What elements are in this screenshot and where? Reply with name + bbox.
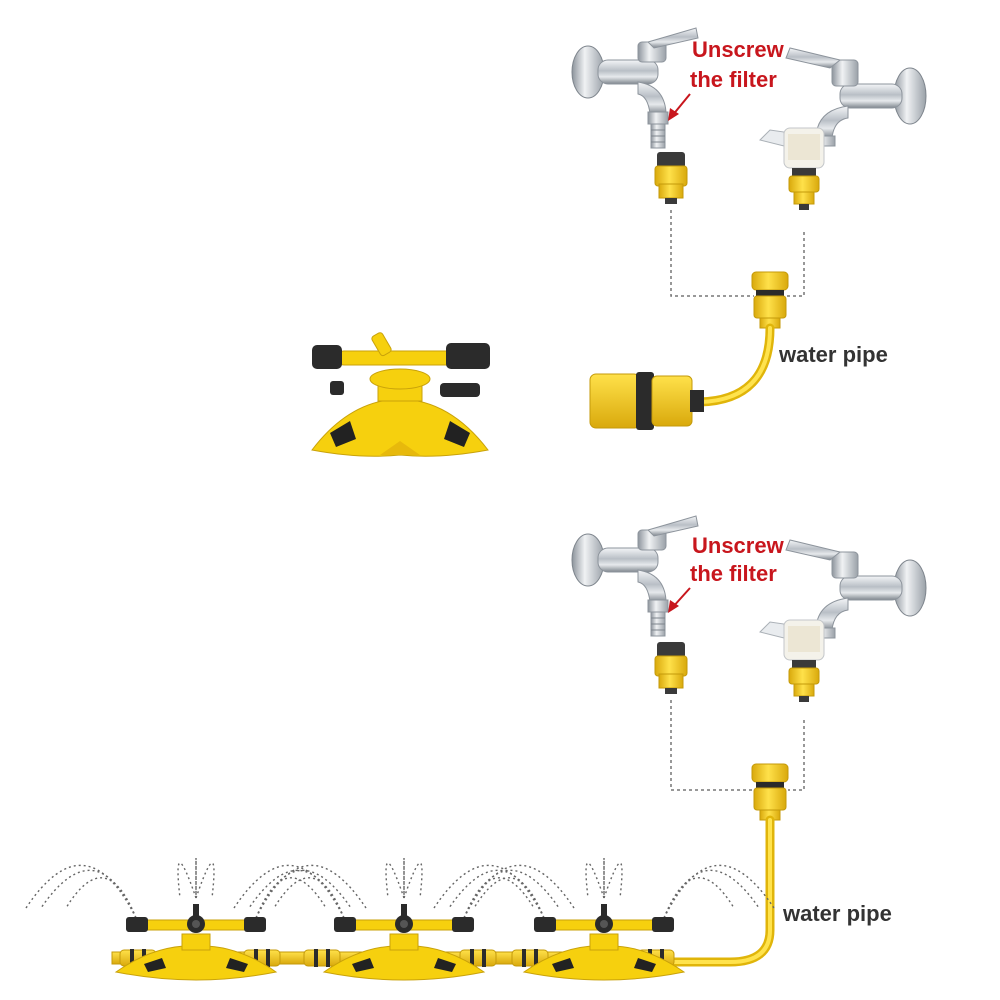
dotted-guide — [786, 232, 805, 297]
sprinkler-icon — [311, 332, 490, 457]
hose-connector-icon — [589, 372, 704, 430]
water-pipe — [695, 323, 775, 407]
quick-connector-icon — [303, 948, 341, 968]
water-spray-arc — [663, 869, 760, 919]
sprinkler-icon — [115, 903, 277, 981]
unscrew-label-bottom-line2: the filter — [690, 561, 777, 586]
top-setup: Unscrew the filter water pipe — [311, 27, 927, 457]
water-spray-arc — [433, 864, 545, 919]
water-pipe — [655, 815, 775, 967]
arrow-icon — [668, 600, 679, 613]
water-spray-arc — [248, 869, 345, 919]
water-pipe-label-top: water pipe — [778, 342, 888, 367]
water-pipe-label-bottom: water pipe — [782, 901, 892, 926]
water-spray-arc — [463, 864, 575, 919]
dotted-guide — [670, 700, 752, 791]
unscrew-label-top-line1: Unscrew — [692, 37, 785, 62]
water-spray-arc — [195, 862, 215, 899]
water-spray-icon — [25, 857, 775, 919]
water-spray-arc — [273, 877, 345, 919]
water-spray-arc — [585, 862, 605, 899]
water-spray-arc — [177, 862, 197, 899]
unscrew-label-bottom-line1: Unscrew — [692, 533, 785, 558]
water-spray-arc — [403, 862, 423, 899]
water-spray-arc — [663, 864, 775, 919]
arrow-icon — [668, 108, 679, 121]
faucet-icon — [571, 27, 699, 149]
quick-connector-icon — [751, 763, 789, 821]
quick-connector-icon — [654, 151, 688, 205]
quick-connector-icon — [654, 641, 688, 695]
faucet-icon — [571, 515, 699, 637]
quick-connector-icon — [751, 271, 789, 329]
unscrew-label-top-line2: the filter — [690, 67, 777, 92]
sprinkler-icon — [323, 903, 485, 981]
filter-adapter-icon — [759, 127, 825, 211]
water-spray-arc — [65, 877, 137, 919]
sprinkler-icon — [523, 903, 685, 981]
dotted-guide — [670, 210, 754, 297]
water-spray-arc — [40, 869, 137, 919]
filter-adapter-icon — [759, 619, 825, 703]
water-spray-arc — [663, 877, 735, 919]
water-spray-arc — [603, 862, 623, 899]
bottom-setup: Unscrew the filter water pipe — [25, 515, 927, 981]
water-spray-arc — [255, 877, 327, 919]
water-spray-arc — [385, 862, 405, 899]
dotted-guide — [788, 720, 805, 791]
water-spray-arc — [255, 869, 352, 919]
water-spray-arc — [25, 864, 137, 919]
